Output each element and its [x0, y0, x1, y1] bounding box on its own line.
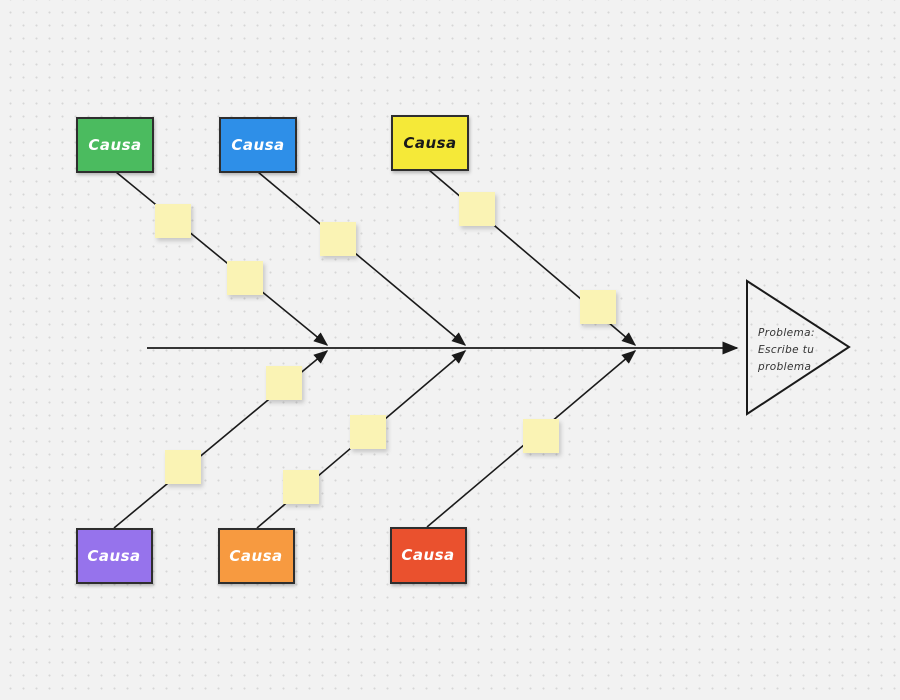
- cause-box-rect[interactable]: [76, 528, 153, 584]
- sticky-note[interactable]: [320, 222, 356, 256]
- cause-box-label: Causa: [403, 134, 456, 152]
- sticky-note[interactable]: [580, 290, 616, 324]
- cause-box-rect[interactable]: [76, 117, 154, 173]
- problem-text-line2: Escribe tu: [758, 344, 814, 356]
- cause-box-bottom-1[interactable]: Causa: [76, 528, 153, 584]
- cause-box-rect[interactable]: [390, 527, 467, 584]
- sticky-note[interactable]: [459, 192, 495, 226]
- problem-triangle[interactable]: [746, 279, 851, 416]
- cause-box-bottom-3[interactable]: Causa: [390, 527, 467, 584]
- sticky-note[interactable]: [283, 470, 319, 504]
- cause-box-top-1[interactable]: Causa: [76, 117, 154, 173]
- sticky-note[interactable]: [523, 419, 559, 453]
- cause-box-top-2[interactable]: Causa: [219, 117, 297, 173]
- cause-box-label: Causa: [231, 136, 284, 154]
- problem-text-line1: Problema:: [758, 327, 815, 339]
- cause-box-label: Causa: [87, 547, 140, 565]
- sticky-note[interactable]: [266, 366, 302, 400]
- sticky-note[interactable]: [227, 261, 263, 295]
- rib-top-2[interactable]: [257, 171, 467, 346]
- cause-box-bottom-2[interactable]: Causa: [218, 528, 295, 584]
- cause-box-rect[interactable]: [218, 528, 295, 584]
- rib-top-1[interactable]: [115, 171, 329, 346]
- problem-head[interactable]: Problema: Escribe tu problema: [746, 279, 851, 416]
- sticky-note[interactable]: [350, 415, 386, 449]
- cause-box-label: Causa: [88, 136, 141, 154]
- cause-box-rect[interactable]: [391, 115, 469, 171]
- sticky-note[interactable]: [155, 204, 191, 238]
- problem-text-line3: problema: [757, 361, 811, 373]
- cause-box-label: Causa: [229, 547, 282, 565]
- cause-box-rect[interactable]: [219, 117, 297, 173]
- cause-box-top-3[interactable]: Causa: [391, 115, 469, 171]
- sticky-note[interactable]: [165, 450, 201, 484]
- cause-box-label: Causa: [401, 546, 454, 564]
